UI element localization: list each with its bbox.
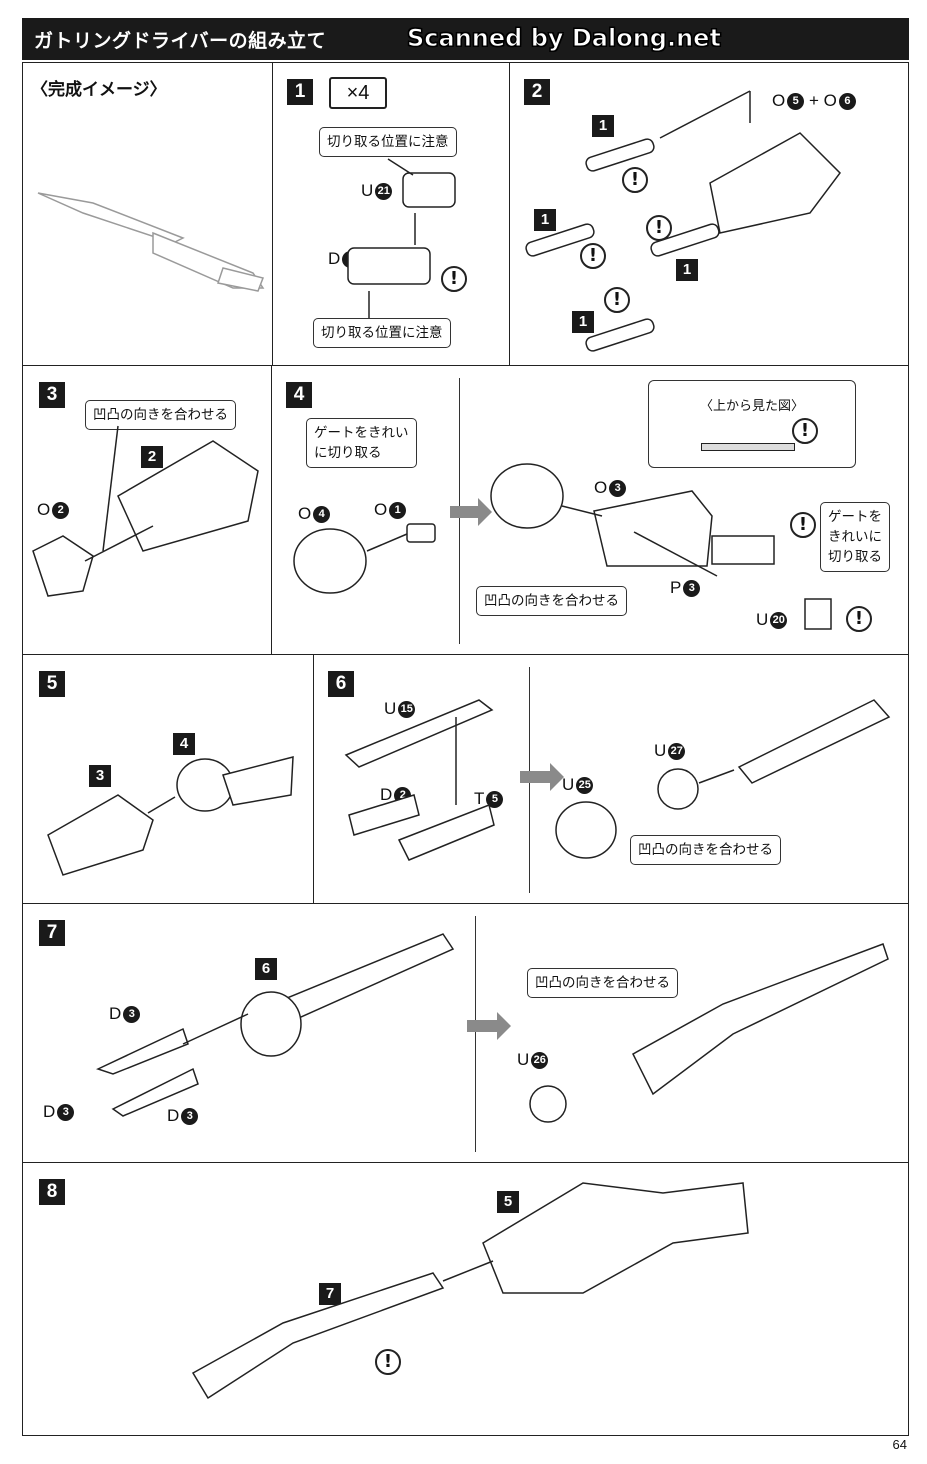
gate-cut-note-2: ゲートを きれいに 切り取る [820, 502, 890, 572]
step2-diagram [525, 90, 841, 352]
caution-icon: ! [441, 266, 467, 292]
ref-step2: 2 [141, 446, 163, 468]
step1-number: 1 [287, 79, 313, 105]
caution-icon: ! [622, 167, 648, 193]
step4-diagram [293, 463, 832, 630]
top-view-label: 〈上から見た図〉 [699, 399, 804, 414]
page-number: 64 [892, 1437, 907, 1452]
step4-number: 4 [286, 382, 312, 408]
step6-diagram [344, 699, 891, 861]
align-note: 凹凸の向きを合わせる [476, 586, 627, 616]
step1-panel: 1 ×4 切り取る位置に注意 切り取る位置に注意 U21 D1 ! [272, 62, 510, 366]
ref-step1-a: 1 [592, 115, 614, 137]
scan-credit: Scanned by Dalong.net [407, 24, 722, 53]
quantity-badge: ×4 [329, 77, 387, 109]
step7-number: 7 [39, 920, 65, 946]
ref-step1-d: 1 [572, 311, 594, 333]
align-note: 凹凸の向きを合わせる [527, 968, 678, 998]
step5-panel: 5 4 3 [22, 654, 314, 904]
step7-diagram [95, 933, 889, 1123]
align-note: 凹凸の向きを合わせる [630, 835, 781, 865]
align-note: 凹凸の向きを合わせる [85, 400, 236, 430]
ref-step7: 7 [319, 1283, 341, 1305]
step8-number: 8 [39, 1179, 65, 1205]
step5-diagram [47, 756, 294, 876]
caution-icon: ! [375, 1349, 401, 1375]
step3-number: 3 [39, 382, 65, 408]
divider [475, 916, 476, 1152]
step8-panel: 8 5 7 ! [22, 1162, 909, 1436]
step2-number: 2 [524, 79, 550, 105]
ref-step1-c: 1 [676, 259, 698, 281]
ref-step4: 4 [173, 733, 195, 755]
ref-step3: 3 [89, 765, 111, 787]
caution-icon: ! [580, 243, 606, 269]
preview-panel: 〈完成イメージ〉 [22, 62, 273, 366]
preview-illustration [37, 192, 265, 292]
step3-diagram [32, 425, 259, 597]
step8-diagram [191, 1182, 749, 1400]
caution-icon: ! [604, 287, 630, 313]
preview-label: 〈完成イメージ〉 [31, 80, 167, 99]
cut-position-note-bottom: 切り取る位置に注意 [313, 318, 451, 348]
ref-step5: 5 [497, 1191, 519, 1213]
ref-step1-b: 1 [534, 209, 556, 231]
caution-icon: ! [646, 215, 672, 241]
page-header: ガトリングドライバーの組み立て Scanned by Dalong.net [22, 18, 909, 60]
caution-icon: ! [790, 512, 816, 538]
step5-number: 5 [39, 671, 65, 697]
gate-cut-note: ゲートをきれい に切り取る [306, 418, 417, 468]
caution-icon: ! [846, 606, 872, 632]
top-view-part [701, 443, 795, 451]
top-view-box: 〈上から見た図〉 [648, 380, 856, 468]
step1-diagram [347, 158, 456, 318]
cut-position-note-top: 切り取る位置に注意 [319, 127, 457, 157]
caution-icon: ! [792, 418, 818, 444]
ref-step6: 6 [255, 958, 277, 980]
page-title: ガトリングドライバーの組み立て [34, 30, 327, 52]
step6-number: 6 [328, 671, 354, 697]
